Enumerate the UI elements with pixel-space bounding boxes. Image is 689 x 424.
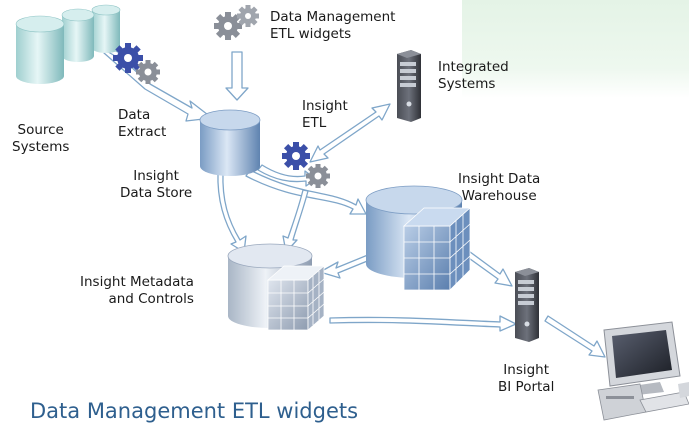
insight-metadata-icon <box>227 243 326 331</box>
label-insight-etl: Insight ETL <box>302 98 348 131</box>
arrow-etl-to-metadata <box>282 189 309 253</box>
label-data-extract: Data Extract <box>118 107 167 140</box>
slide-caption: Data Management ETL widgets <box>30 399 359 423</box>
label-source-systems: Source Systems <box>12 122 70 155</box>
label-insight-data-store: Insight Data Store <box>120 168 193 201</box>
widgets-gears-icon <box>214 5 259 40</box>
arrow-etl-integrated <box>309 103 391 163</box>
decorative-green-panel <box>462 0 689 98</box>
arrow-metadata-to-portal <box>329 315 517 332</box>
source-systems-icon <box>15 4 121 84</box>
extract-gears-icon <box>113 43 160 84</box>
label-insight-metadata-controls: Insight Metadata and Controls <box>80 274 194 307</box>
insight-data-store-icon <box>199 109 261 176</box>
flow-arrows <box>97 41 606 358</box>
integrated-systems-server-icon <box>397 50 421 122</box>
arrow-datastore-to-metadata-left <box>217 171 247 253</box>
arrow-widgets-to-datastore <box>225 51 249 101</box>
bi-portal-server-icon <box>515 268 539 342</box>
arrow-portal-to-workstation <box>544 315 606 358</box>
label-insight-data-warehouse: Insight Data Warehouse <box>458 171 541 204</box>
label-integrated-systems: Integrated Systems <box>438 59 509 92</box>
label-insight-bi-portal: Insight BI Portal <box>498 362 555 395</box>
label-data-management-widgets: Data Management ETL widgets <box>270 9 396 42</box>
insight-data-warehouse-icon <box>365 185 472 291</box>
workstation-computer-icon <box>597 321 689 421</box>
